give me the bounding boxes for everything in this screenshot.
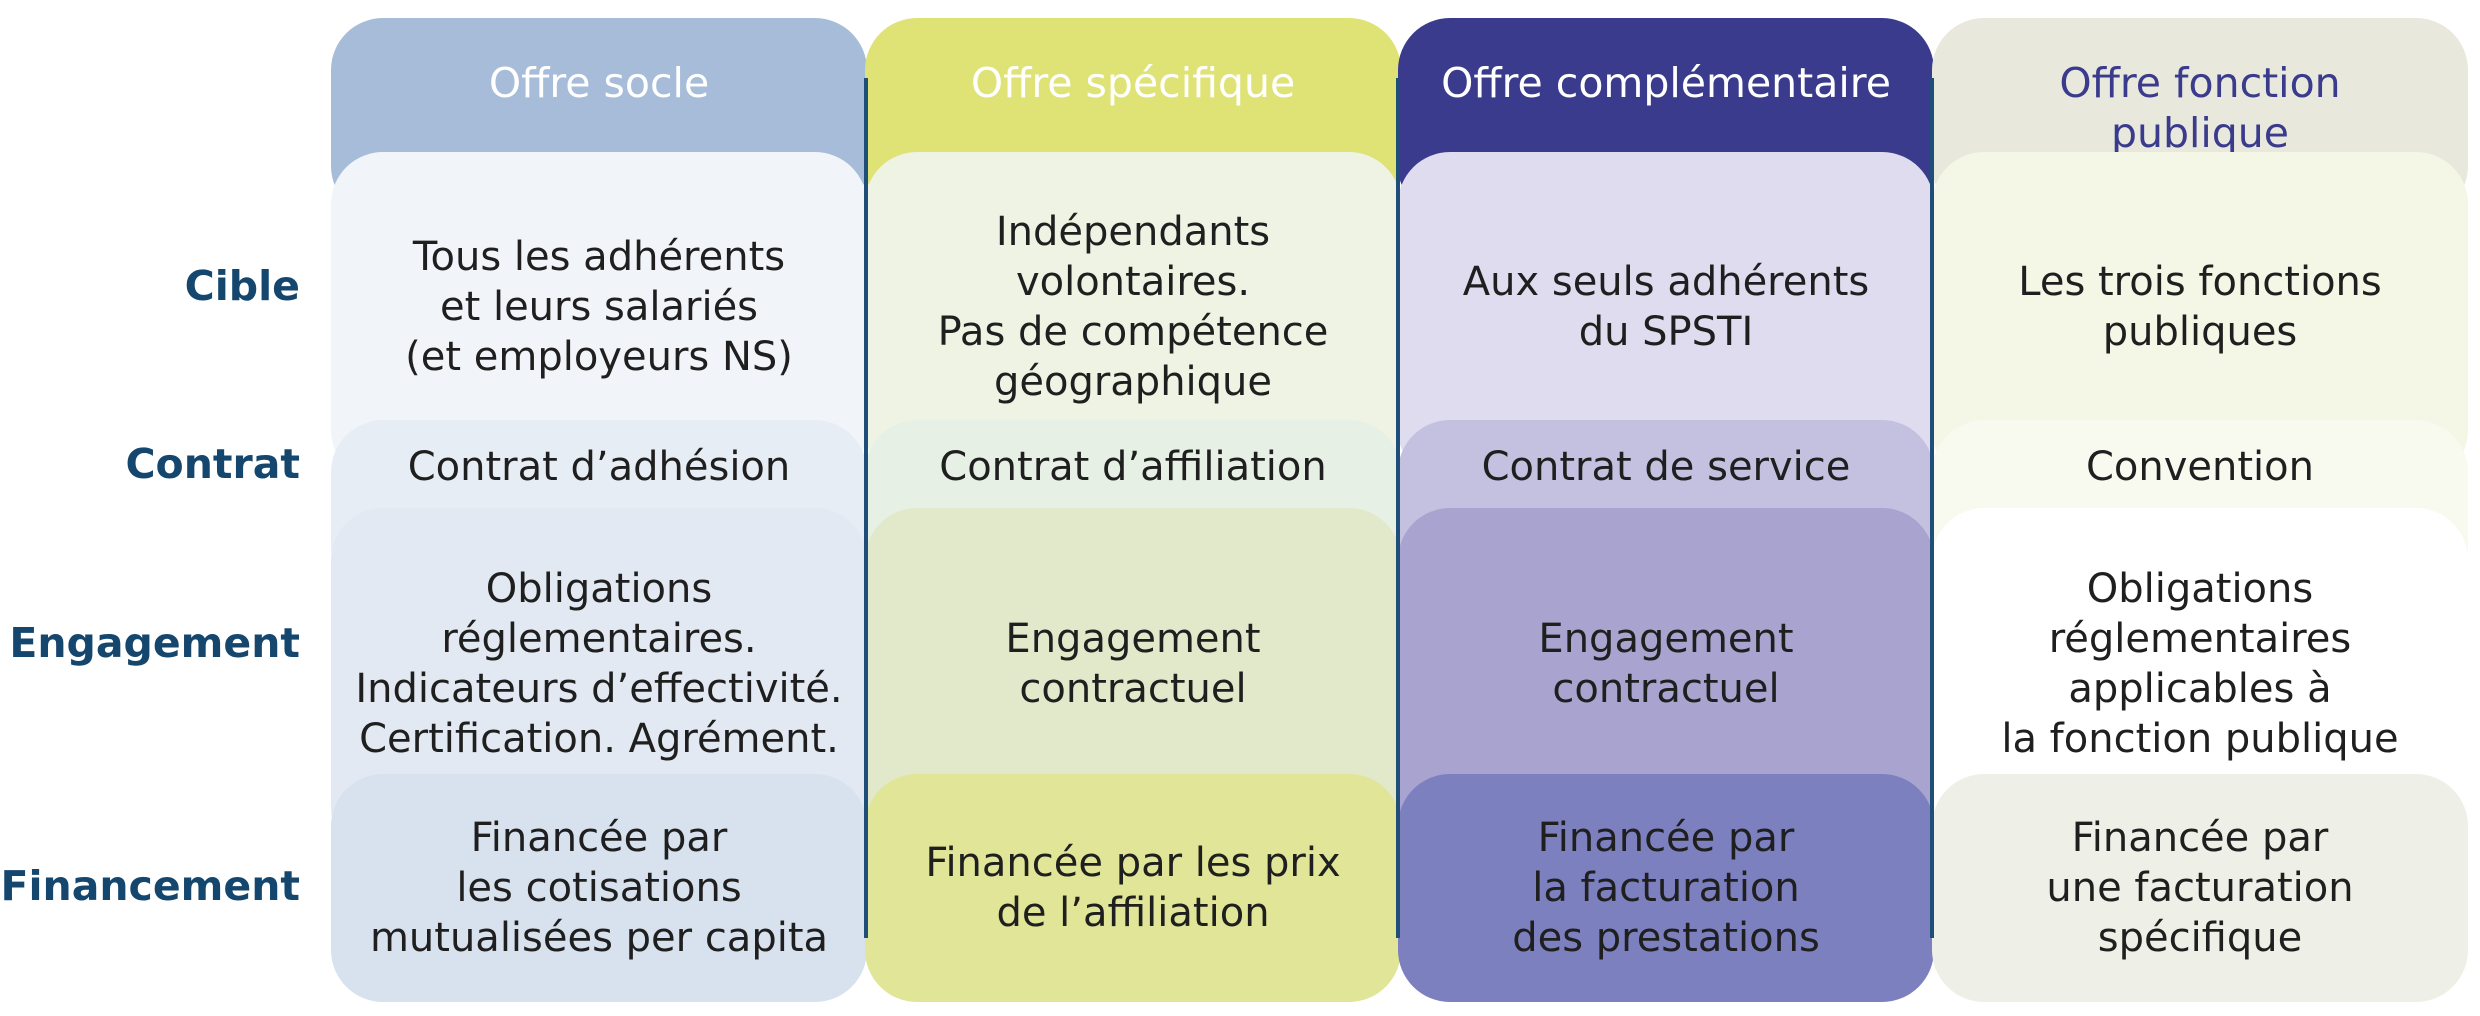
- row-label-cible: Cible: [184, 262, 300, 310]
- row-label-financement: Financement: [0, 862, 300, 910]
- column-offre-socle: Offre socle Tous les adhérents et leurs …: [331, 18, 867, 1002]
- column-separator: [1930, 78, 1934, 938]
- financement-cell: Financée par les cotisations mutualisées…: [331, 774, 867, 1002]
- row-label-contrat: Contrat: [125, 440, 300, 488]
- financement-cell: Financée par une facturation spécifique: [1932, 774, 2468, 1002]
- financement-cell: Financée par la facturation des prestati…: [1398, 774, 1934, 1002]
- financement-cell: Financée par les prix de l’affiliation: [865, 774, 1401, 1002]
- column-offre-specifique: Offre spécifique Indépendants volontaire…: [865, 18, 1401, 1002]
- column-offre-complementaire: Offre complémentaire Aux seuls adhérents…: [1398, 18, 1934, 1002]
- column-offre-fonction-publique: Offre fonction publique Les trois foncti…: [1932, 18, 2468, 1002]
- column-separator: [1396, 78, 1400, 938]
- row-label-engagement: Engagement: [9, 619, 300, 667]
- column-separator: [864, 78, 868, 938]
